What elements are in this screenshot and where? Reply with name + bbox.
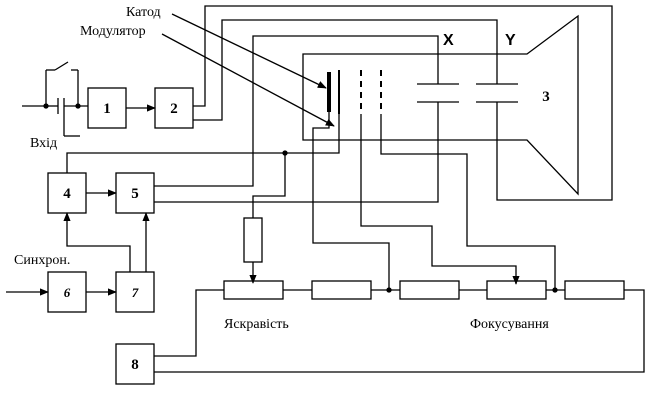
y-plates-label: Y xyxy=(505,32,516,49)
brightness-label: Яскравість xyxy=(224,317,289,332)
block-4-label: 4 xyxy=(63,186,71,202)
block-2-label: 2 xyxy=(170,101,178,117)
block-8-label: 8 xyxy=(131,357,139,373)
sync-label: Синхрон. xyxy=(14,253,70,268)
crt-tube-outline xyxy=(302,14,579,196)
focus-label: Фокусування xyxy=(470,317,549,332)
divider-resistor-3 xyxy=(399,280,460,300)
block-5-label: 5 xyxy=(131,186,139,202)
modulator-label: Модулятор xyxy=(80,24,146,39)
block-8 xyxy=(115,343,155,385)
brightness-series-resistor xyxy=(243,217,263,263)
modulator-pointer xyxy=(161,33,335,127)
cathode-label: Катод xyxy=(126,5,161,20)
block-6-label: 6 xyxy=(64,285,71,300)
block-7-label: 7 xyxy=(132,285,139,300)
cathode-pointer xyxy=(171,13,327,89)
block-1-label: 1 xyxy=(103,101,111,117)
divider-brightness-pot xyxy=(223,280,284,300)
divider-resistor-2 xyxy=(311,280,372,300)
x-plates-label: X xyxy=(443,32,454,49)
input-label: Вхід xyxy=(30,136,57,151)
divider-resistor-5 xyxy=(564,280,625,300)
block-3-label: 3 xyxy=(542,89,550,105)
